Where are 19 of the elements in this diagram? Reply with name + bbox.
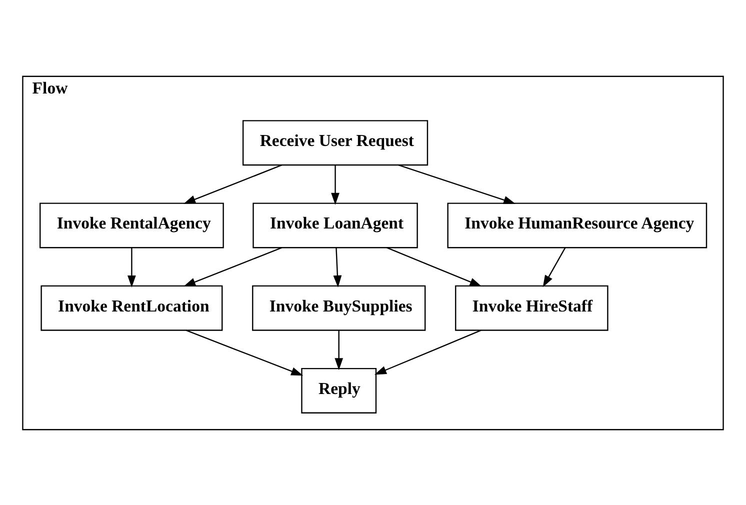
arrow: [386, 246, 482, 286]
arrow: [398, 164, 516, 204]
arrow: [333, 247, 342, 287]
node-box: Invoke HireStaff: [455, 284, 608, 330]
node-box: Invoke RentLocation: [40, 284, 223, 330]
arrow: [184, 164, 282, 204]
arrow: [331, 164, 340, 204]
node-box: Invoke RentalAgency: [40, 202, 224, 248]
arrow: [334, 330, 344, 370]
node-box: Invoke HumanResource Agency: [447, 202, 708, 248]
arrow: [186, 329, 304, 376]
node-box: Receive User Request: [242, 120, 428, 166]
node-box: Invoke LoanAgent: [252, 202, 418, 248]
arrow: [374, 329, 482, 374]
arrow: [184, 246, 282, 286]
node-box: Invoke BuySupplies: [252, 284, 426, 330]
arrow: [128, 247, 136, 287]
node-box: Reply: [301, 367, 377, 413]
arrow: [542, 246, 566, 287]
